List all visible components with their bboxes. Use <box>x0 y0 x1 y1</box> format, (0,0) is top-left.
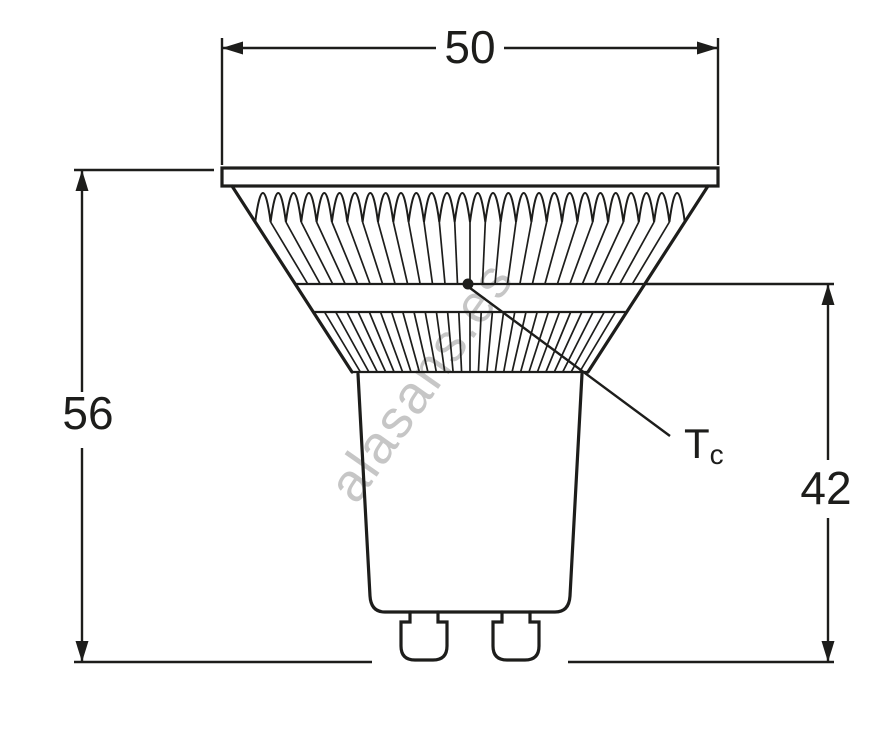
flute-line <box>346 221 371 285</box>
flute-line <box>407 221 421 285</box>
flute-line <box>453 221 459 285</box>
tc-leader-line <box>469 287 671 437</box>
flute-line <box>619 221 655 285</box>
lamp-neck <box>356 372 584 614</box>
flute-line <box>531 221 548 285</box>
tc-annotation: Tc <box>462 278 724 470</box>
flute-line <box>581 221 609 285</box>
tc-arrow-top <box>821 284 835 305</box>
flute-line <box>494 311 505 373</box>
flute-line <box>390 311 412 373</box>
flute-line <box>544 221 563 285</box>
height-dimension: 56 <box>62 168 372 664</box>
flute-line <box>357 311 387 373</box>
flute-line <box>556 221 579 285</box>
flute-line <box>401 311 421 373</box>
flute-line <box>631 221 671 285</box>
flute-line <box>553 311 583 373</box>
flute-line <box>346 311 379 373</box>
bulb-drawing <box>220 166 720 662</box>
width-dimension: 50 <box>220 21 720 165</box>
flute-line <box>511 311 527 373</box>
flute-line <box>570 311 606 373</box>
tc-label-main: T <box>684 420 710 467</box>
flute-line <box>423 221 434 285</box>
flute-line <box>481 221 487 285</box>
flute-line <box>519 311 539 373</box>
flute-line <box>502 311 516 373</box>
gu10-pin-left <box>399 610 449 662</box>
reflector-flutes <box>254 192 686 373</box>
flute-line <box>561 311 594 373</box>
tc-height-dimension: 42 <box>568 282 852 664</box>
tc-label-subscript: c <box>710 439 724 470</box>
flute-line <box>477 311 483 373</box>
flute-line <box>438 221 446 285</box>
flute-line <box>594 221 625 285</box>
flute-line <box>379 311 404 373</box>
flute-line <box>569 221 594 285</box>
flute-line <box>300 221 334 285</box>
flute-line <box>334 311 370 373</box>
flute-line <box>435 311 446 373</box>
flute-line <box>323 311 362 373</box>
tc-height-value: 42 <box>800 462 851 514</box>
gu10-pin-right <box>491 610 541 662</box>
flute-line <box>446 311 454 373</box>
flute-line <box>368 311 395 373</box>
width-arrow-right <box>697 41 718 55</box>
height-value: 56 <box>62 387 113 439</box>
flute-line <box>377 221 396 285</box>
flute-line <box>315 221 346 285</box>
flute-line <box>606 221 640 285</box>
height-arrow-top <box>75 170 89 191</box>
flute-line <box>269 221 309 285</box>
flute-line <box>361 221 384 285</box>
flute-line <box>536 311 561 373</box>
flute-line <box>457 311 463 373</box>
flute-line <box>331 221 359 285</box>
bulb-rim <box>220 166 720 188</box>
reflector-right-edge <box>586 184 710 374</box>
reflector-left-edge <box>230 184 354 374</box>
flute-line <box>424 311 438 373</box>
tc-point-dot <box>462 278 474 290</box>
flute-line <box>413 311 429 373</box>
height-arrow-bottom <box>75 641 89 662</box>
flute-line <box>486 311 494 373</box>
flute-line <box>285 221 321 285</box>
flute-line <box>506 221 517 285</box>
scalloped-edge <box>254 192 686 223</box>
flute-line <box>545 311 572 373</box>
flute-line <box>392 221 409 285</box>
tc-arrow-bottom <box>821 641 835 662</box>
flute-line <box>578 311 617 373</box>
flute-line <box>494 221 502 285</box>
watermark-text: alasans.es <box>317 251 526 513</box>
flute-line <box>519 221 533 285</box>
width-value: 50 <box>444 21 495 73</box>
width-arrow-left <box>222 41 243 55</box>
flute-line <box>528 311 550 373</box>
tc-label: Tc <box>684 420 724 470</box>
